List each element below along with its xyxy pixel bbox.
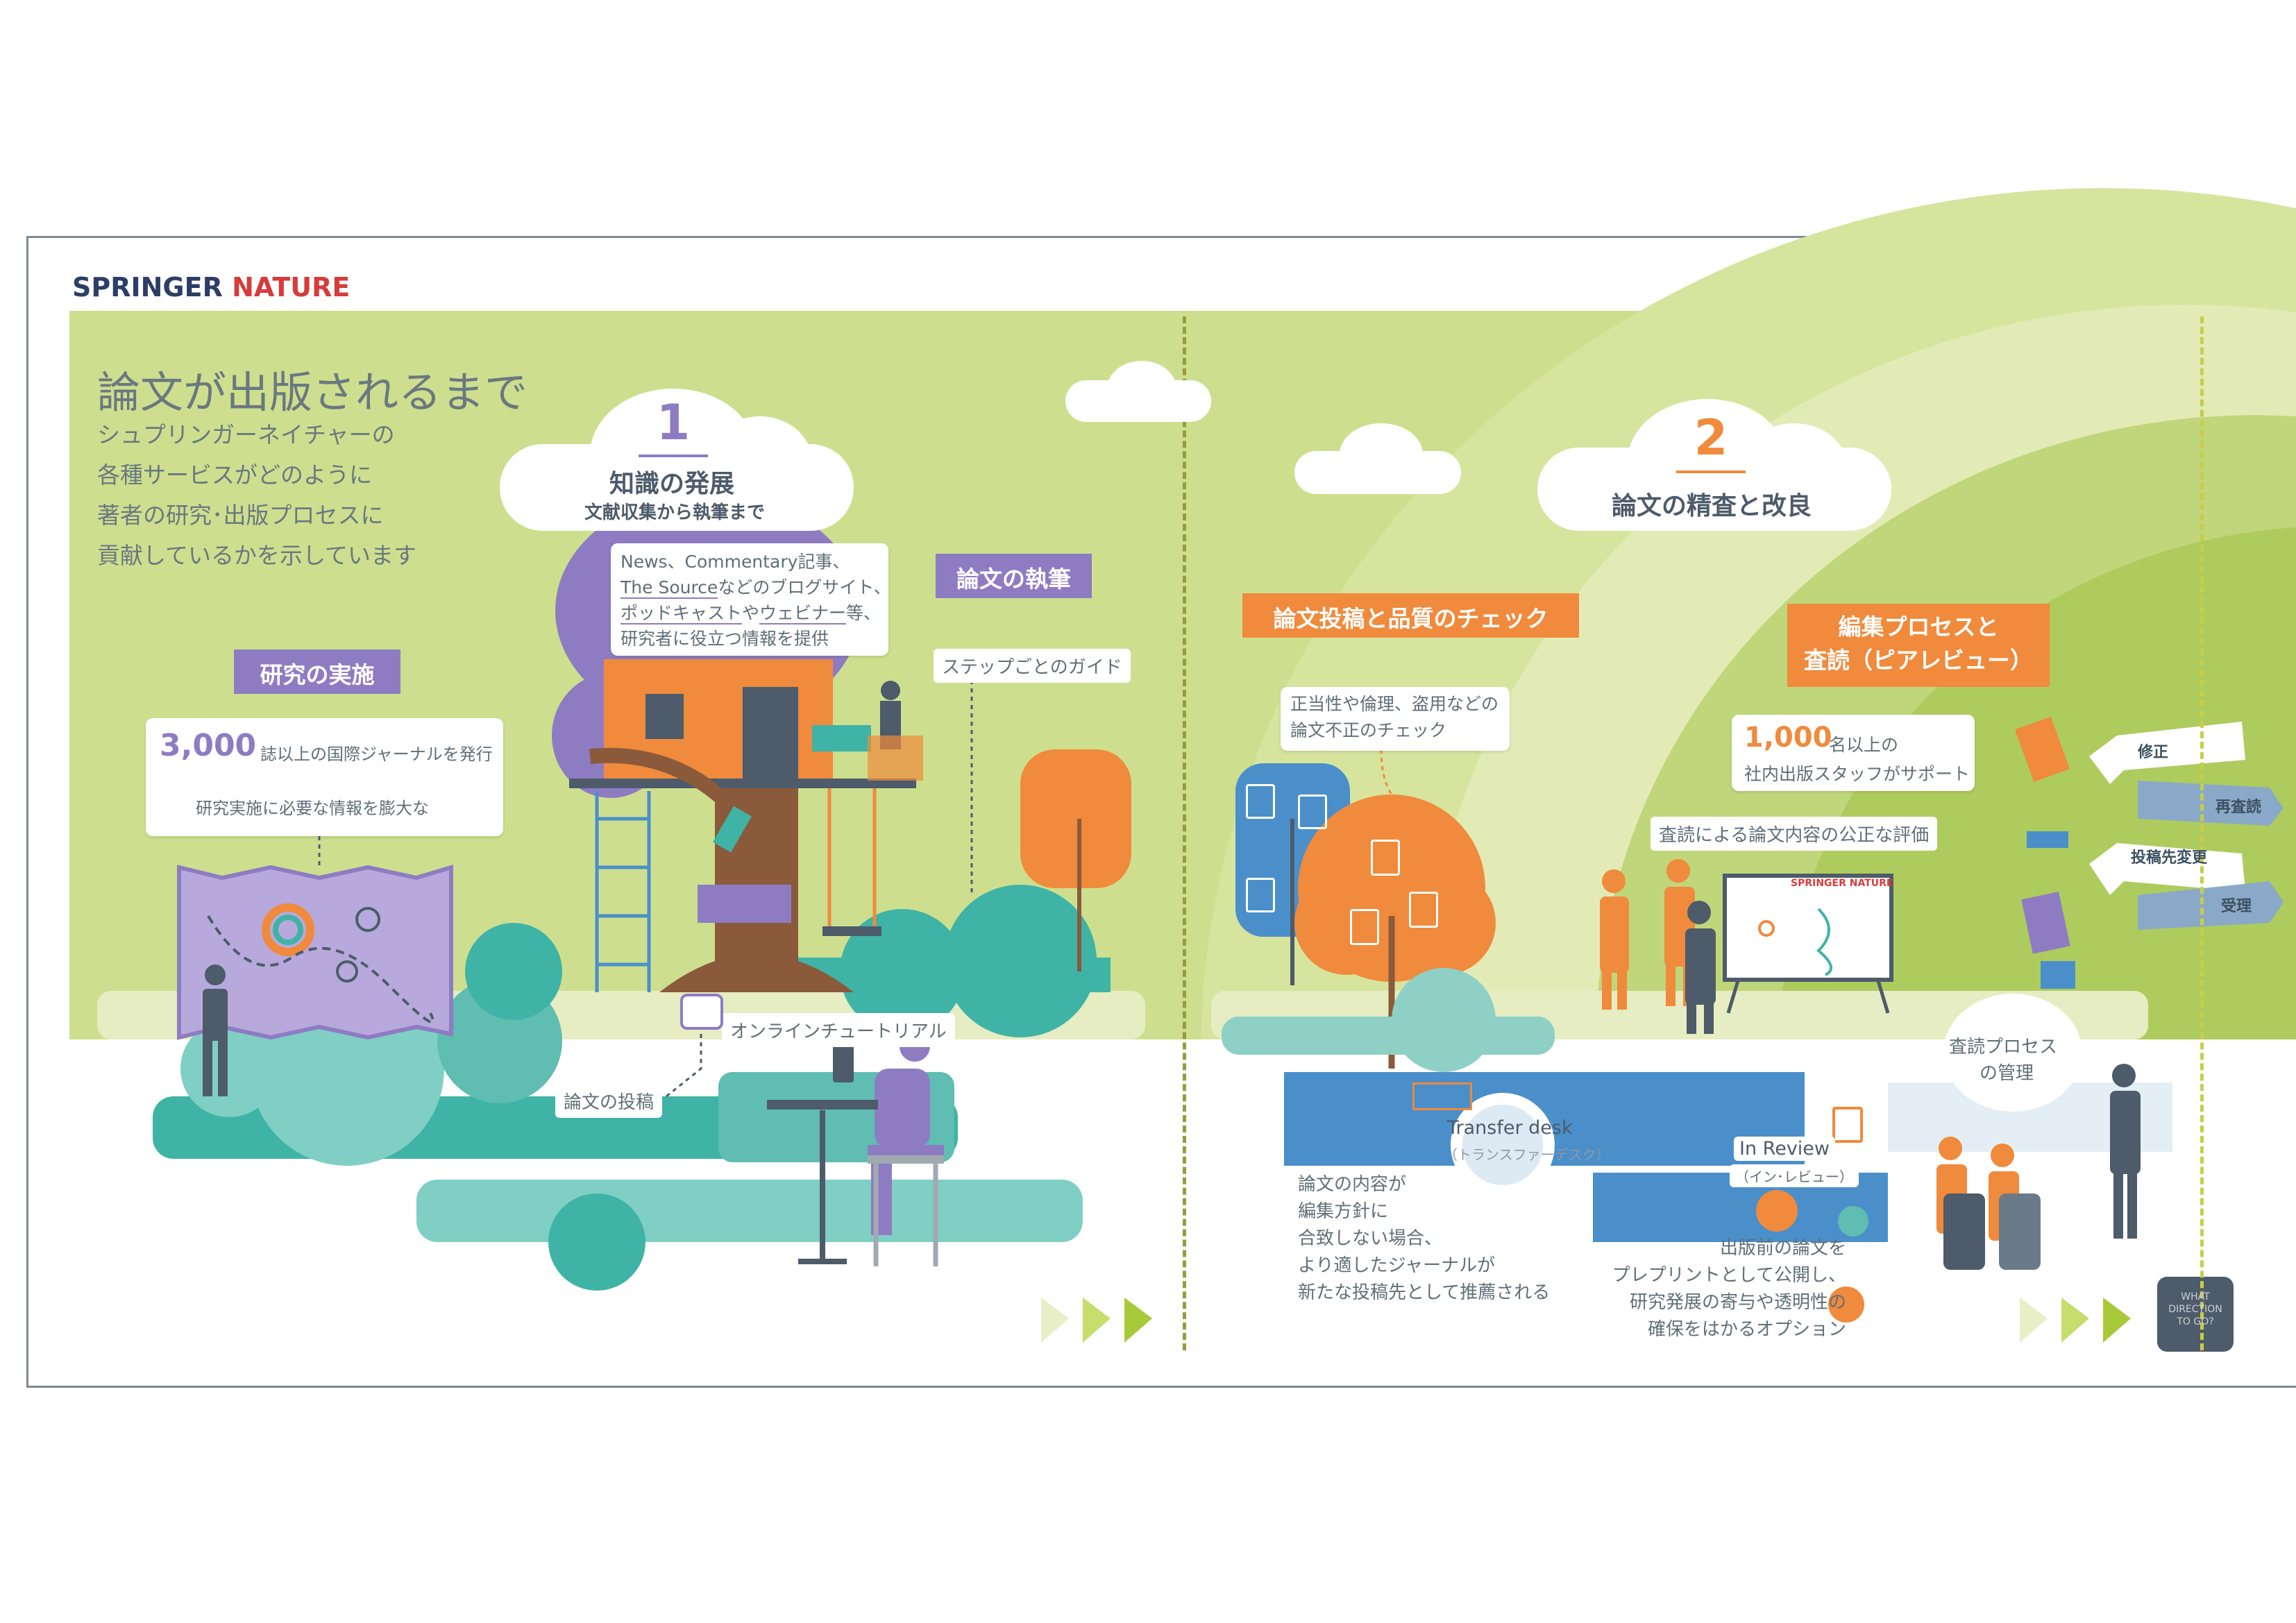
decision-revise: 修正 xyxy=(2138,744,2169,761)
document-check-icon-3 xyxy=(1371,840,1400,876)
phase1-title: 知識の発展 xyxy=(609,470,735,498)
decision-transfer: 投稿先変更 xyxy=(2131,849,2208,867)
phase1-subtitle: 文献収集から執筆まで xyxy=(584,502,766,523)
video-play-icon xyxy=(680,994,723,1030)
springer-nature-logo: SPRINGER NATURE xyxy=(72,272,351,303)
quality-check-tag: 論文投稿と品質のチェック xyxy=(1242,593,1579,638)
phase-divider-2 xyxy=(2200,316,2204,1350)
step-guide-label[interactable]: ステップごとのガイド xyxy=(934,649,1131,683)
the-source-link[interactable]: The Source xyxy=(621,577,718,599)
review-document-icon xyxy=(1832,1107,1863,1143)
editorial-stat-text-b: 社内出版スタッフがサポート xyxy=(1744,764,1970,784)
editorial-tag: 編集プロセスと 査読（ピアレビュー） xyxy=(1787,604,2050,687)
board-brand: SPRINGER NATURE xyxy=(1791,878,1893,889)
webinar-link[interactable]: ウェビナー xyxy=(759,603,847,624)
cloud-deco-1b xyxy=(1107,361,1176,416)
info-line-1: News、Commentary記事、 xyxy=(621,552,850,572)
transfer-desk-title[interactable]: Transfer desk xyxy=(1447,1117,1573,1139)
document-reject-icon-2 xyxy=(1409,892,1438,928)
manage-review-line2: の管理 xyxy=(1980,1063,2034,1084)
editorial-stat-text-a: 名以上の xyxy=(1829,735,1899,755)
phase2-cloud-side xyxy=(1742,423,1846,507)
peer-review-label: 査読による論文内容の公正な評価 xyxy=(1651,817,1938,851)
phase1-cloud-side xyxy=(708,416,812,507)
info-line-3: ポッドキャストやウェビナー等、 xyxy=(621,603,881,624)
phase1-number-rule xyxy=(639,454,708,457)
research-tag: 研究の実施 xyxy=(234,649,400,694)
editorial-stat-box: 1,000 名以上の 社内出版スタッフがサポート xyxy=(1732,715,1975,791)
research-stat-value: 3,000 xyxy=(160,728,257,763)
in-review-text: 出版前の論文を プレプリントとして公開し、 研究発展の寄与や透明性の 確保をはか… xyxy=(1612,1238,1846,1340)
page-frame xyxy=(26,236,2296,1388)
in-review-title[interactable]: In Review xyxy=(1734,1137,1835,1161)
research-stat-text-a: 誌以上の国際ジャーナルを発行 xyxy=(260,745,493,764)
decision-rereview: 再査読 xyxy=(2215,799,2262,816)
in-review-subtitle: （イン･レビュー） xyxy=(1730,1164,1859,1187)
research-stat-box: 3,000 誌以上の国際ジャーナルを発行 研究実施に必要な情報を膨大な xyxy=(146,718,503,836)
manage-review-line1: 査読プロセス xyxy=(1949,1037,2058,1057)
transfer-desk-icons xyxy=(1412,1082,1472,1110)
transfer-desk-subtitle: （トランスファーデスク） xyxy=(1444,1146,1610,1163)
phase1-number: 1 xyxy=(656,394,691,451)
cloud-deco-2b xyxy=(1340,423,1423,486)
decision-accept: 受理 xyxy=(2221,898,2252,915)
manage-review-bubble xyxy=(1943,994,2082,1112)
research-stat-text-b: 研究実施に必要な情報を膨大な xyxy=(196,799,429,818)
submission-label[interactable]: 論文の投稿 xyxy=(555,1084,663,1118)
page-subtitle: シュプリンガーネイチャーの 各種サービスがどのように 著者の研究･出版プロセスに… xyxy=(97,421,417,569)
phase2-number-rule xyxy=(1676,470,1746,473)
page-title: 論文が出版されるまで xyxy=(97,367,528,418)
info-line-2: The Sourceなどのブログサイト、 xyxy=(621,577,891,599)
writing-tag: 論文の執筆 xyxy=(936,554,1092,598)
podcast-link[interactable]: ポッドキャスト xyxy=(621,603,743,624)
info-line-4: 研究者に役立つ情報を提供 xyxy=(621,629,829,649)
transfer-desk-text: 論文の内容が 編集方針に 合致しない場合、 より適したジャーナルが 新たな投稿先… xyxy=(1298,1174,1551,1303)
next-direction-badge[interactable]: WHAT DIRECTION TO GO? xyxy=(2168,1291,2222,1327)
info-services-box: News、Commentary記事、 The Sourceなどのブログサイト、 … xyxy=(611,543,891,656)
document-check-icon-2 xyxy=(1246,878,1275,912)
online-tutorial-label[interactable]: オンラインチュートリアル xyxy=(722,1013,955,1047)
editorial-stat-value: 1,000 xyxy=(1744,722,1832,754)
document-check-icon xyxy=(1246,784,1275,819)
phase2-number: 2 xyxy=(1694,409,1728,466)
document-reject-icon xyxy=(1298,794,1327,829)
document-check-icon-4 xyxy=(1350,909,1379,945)
phase-divider-1 xyxy=(1183,316,1186,1350)
phase2-title: 論文の精査と改良 xyxy=(1612,492,1812,520)
quality-check-box: 正当性や倫理、盗用などの 論文不正のチェック xyxy=(1281,687,1510,751)
